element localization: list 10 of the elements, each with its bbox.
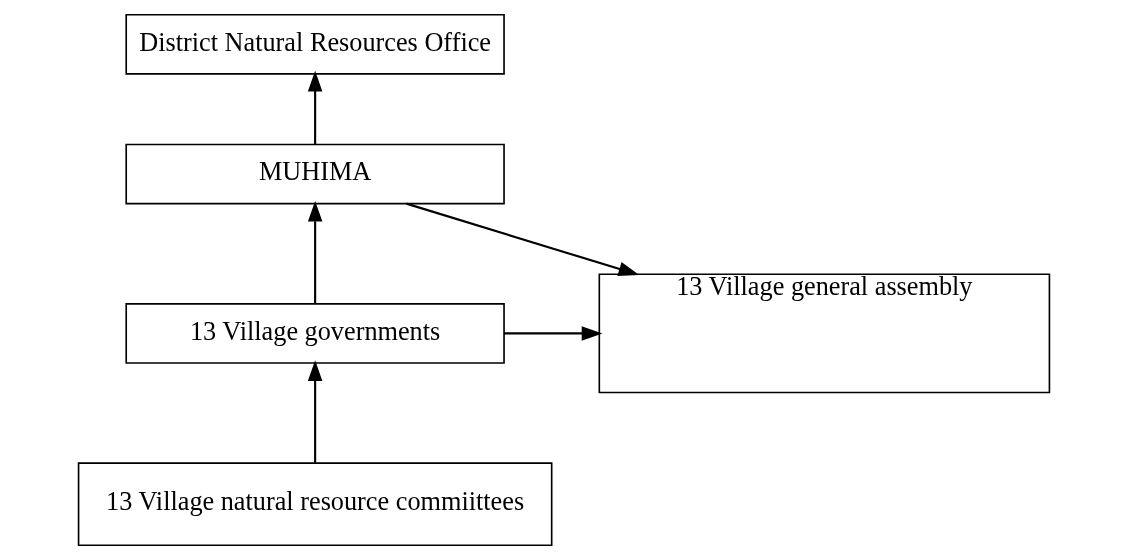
node-box: MUHIMA — [124, 143, 505, 205]
arrow — [405, 202, 639, 276]
node-box: 13 Village governments — [124, 303, 505, 364]
node-box: 13 Village general assembly — [598, 273, 1050, 394]
node-box: District Natural Resources Office — [124, 13, 505, 75]
arrow — [307, 200, 322, 304]
arrow — [503, 326, 602, 341]
arrow — [307, 360, 322, 463]
node-box: 13 Village natural resource commiittees — [77, 462, 552, 547]
arrow — [307, 70, 322, 145]
